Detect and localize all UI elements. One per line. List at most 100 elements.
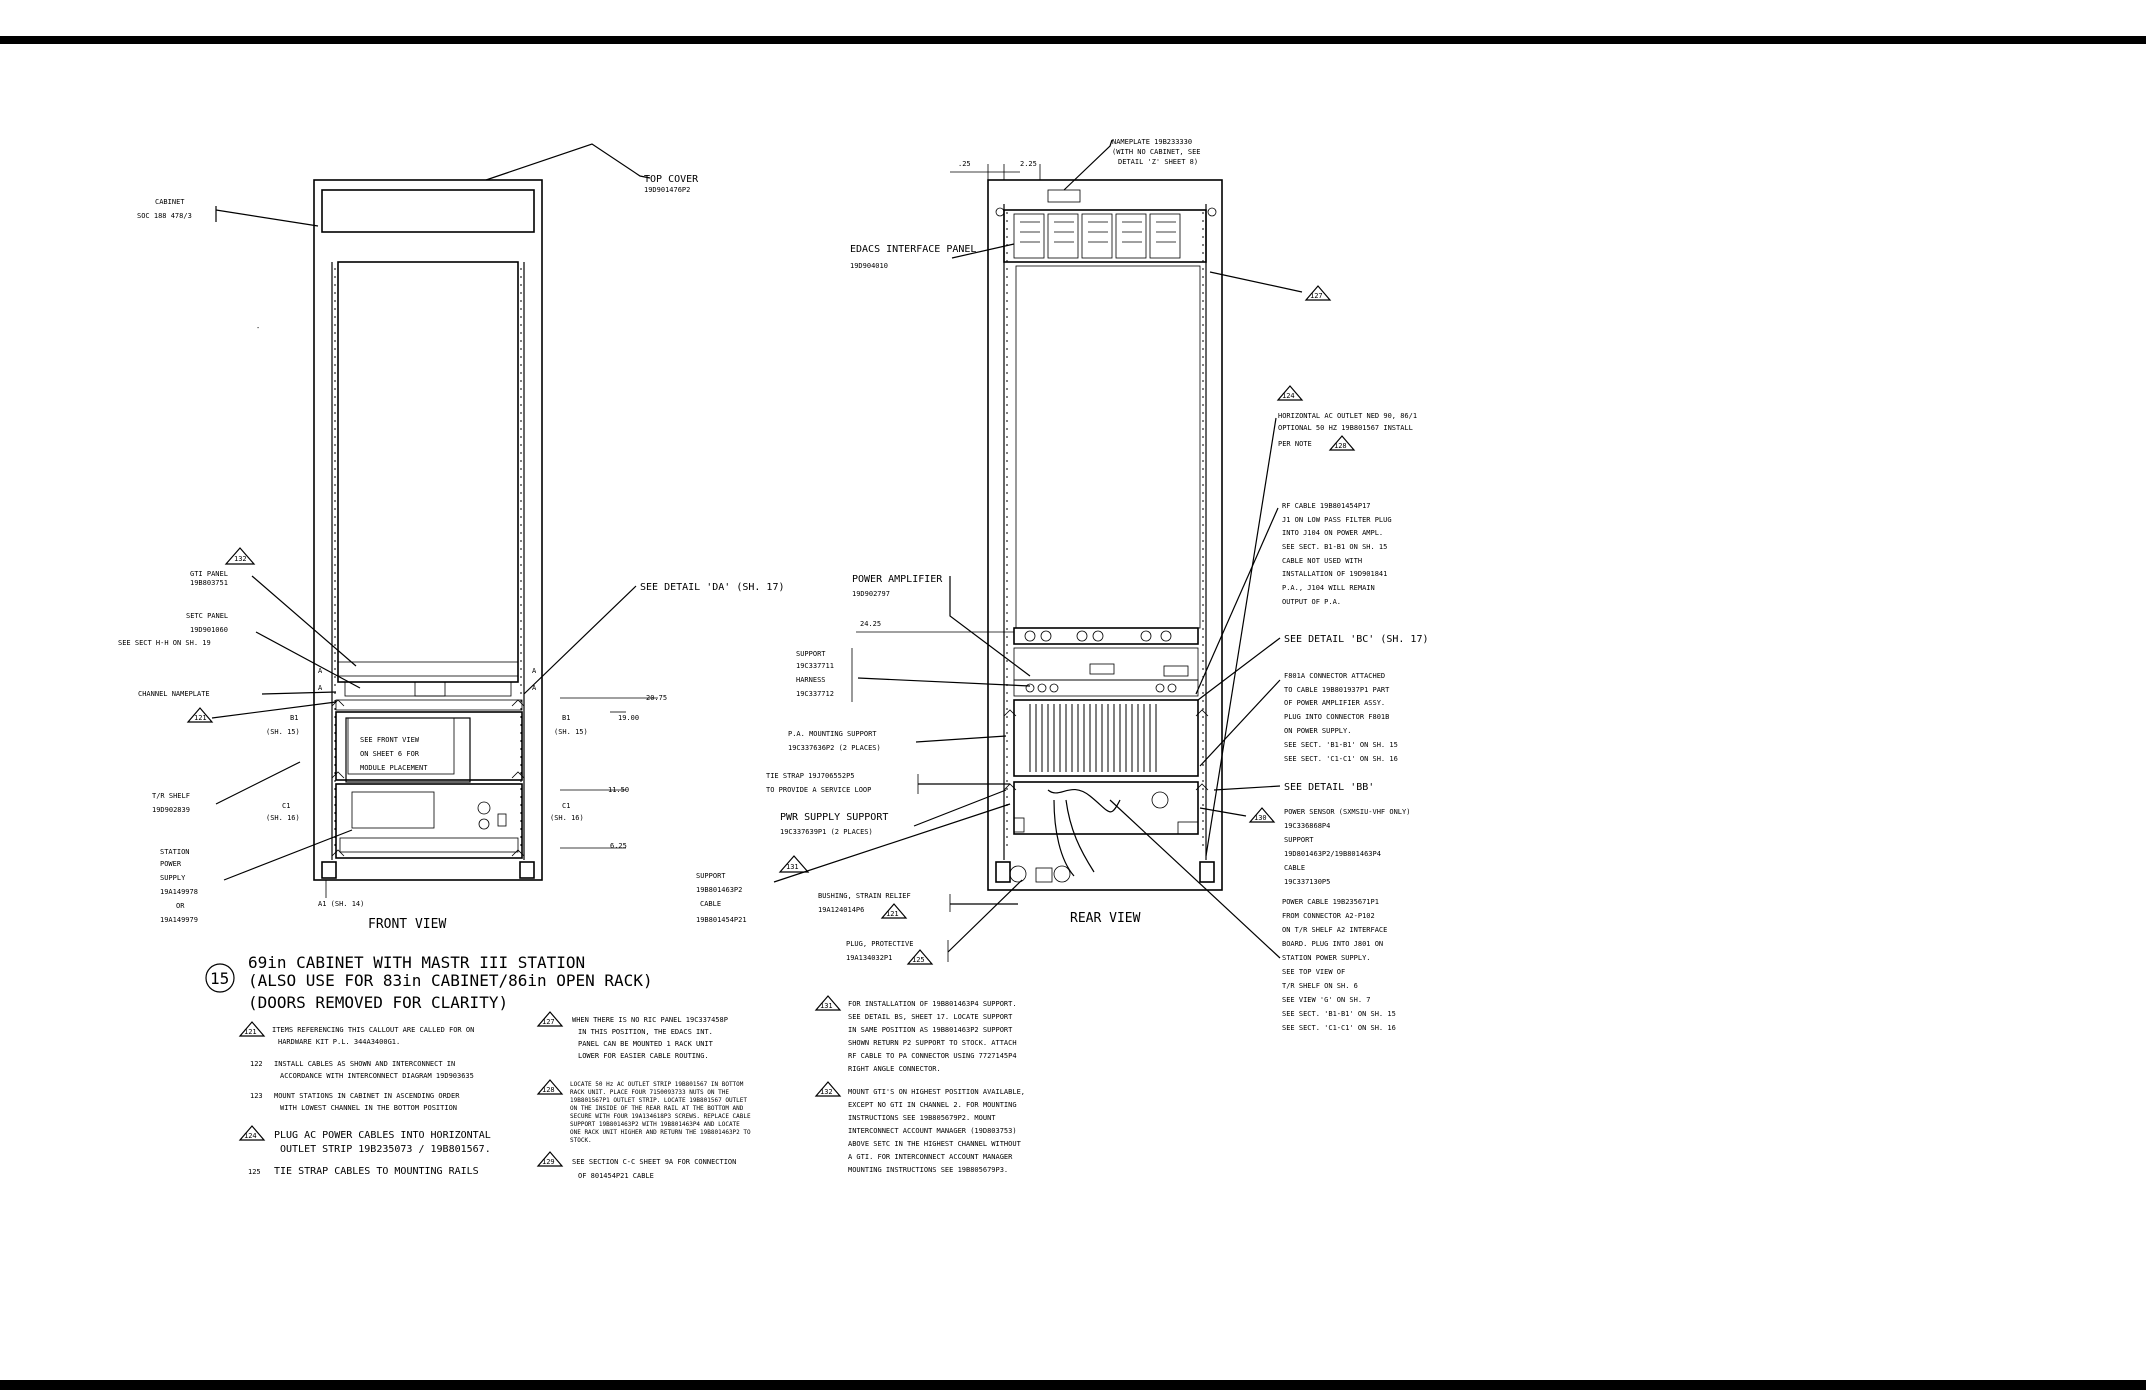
svg-text:131: 131 — [786, 863, 799, 871]
svg-text:SEE DETAIL 'BB': SEE DETAIL 'BB' — [1284, 782, 1374, 793]
svg-text:ONE RACK UNIT HIGHER AND RETUR: ONE RACK UNIT HIGHER AND RETURN THE 19B8… — [570, 1129, 751, 1136]
svg-text:T/R SHELF: T/R SHELF — [152, 792, 190, 800]
svg-text:RF CABLE 19B801454P17: RF CABLE 19B801454P17 — [1282, 502, 1371, 510]
svg-text:B1: B1 — [290, 714, 298, 722]
svg-text:POWER CABLE 19B235671P1: POWER CABLE 19B235671P1 — [1282, 898, 1379, 906]
svg-text:CHANNEL NAMEPLATE: CHANNEL NAMEPLATE — [138, 690, 210, 698]
svg-text:INSTALLATION OF 19D901841: INSTALLATION OF 19D901841 — [1282, 570, 1387, 578]
svg-text:INTO J104 ON POWER AMPL.: INTO J104 ON POWER AMPL. — [1282, 529, 1383, 537]
callout-power-amplifier: POWER AMPLIFIER 19D902797 — [852, 574, 1031, 677]
front-marker-a3: A — [532, 667, 537, 675]
svg-text:SEE SECT. 'B1-B1' ON SH. 15: SEE SECT. 'B1-B1' ON SH. 15 — [1282, 1010, 1396, 1018]
svg-text:127: 127 — [542, 1018, 555, 1026]
callout-edacs-interface-panel: EDACS INTERFACE PANEL 19D904010 — [850, 243, 1015, 270]
note-see-front-view: SEE FRONT VIEW ON SHEET 6 FOR MODULE PLA… — [345, 717, 471, 783]
svg-text:123: 123 — [250, 1092, 263, 1100]
note-122: 122 INSTALL CABLES AS SHOWN AND INTERCON… — [250, 1060, 474, 1080]
label-b1-left: B1 (SH. 15) — [266, 714, 300, 736]
svg-text:STOCK.: STOCK. — [570, 1137, 592, 1144]
svg-text:19C337711: 19C337711 — [796, 662, 834, 670]
svg-text:J1 ON LOW PASS FILTER PLUG: J1 ON LOW PASS FILTER PLUG — [1282, 516, 1392, 524]
svg-text:SEE TOP VIEW OF: SEE TOP VIEW OF — [1282, 968, 1345, 976]
callout-detail-bb: SEE DETAIL 'BB' — [1213, 782, 1374, 793]
svg-text:CABLE: CABLE — [1284, 864, 1305, 872]
tri-121-front: 121 — [186, 701, 337, 723]
svg-text:(SH. 15): (SH. 15) — [266, 728, 300, 736]
svg-text:RACK UNIT. PLACE FOUR 71500937: RACK UNIT. PLACE FOUR 7150093733 NUTS ON… — [570, 1089, 729, 1096]
svg-text:SHOWN RETURN P2 SUPPORT TO STO: SHOWN RETURN P2 SUPPORT TO STOCK. ATTACH — [848, 1039, 1017, 1047]
svg-text:LOCATE 50 Hz AC OUTLET STRIP 1: LOCATE 50 Hz AC OUTLET STRIP 19B801567 I… — [570, 1081, 744, 1088]
title-line-3: (DOORS REMOVED FOR CLARITY) — [248, 993, 508, 1012]
svg-text:SUPPLY: SUPPLY — [160, 874, 186, 882]
svg-text:BOARD. PLUG INTO J801 ON: BOARD. PLUG INTO J801 ON — [1282, 940, 1383, 948]
svg-text:SUPPORT: SUPPORT — [1284, 836, 1314, 844]
callout-power-cable: POWER CABLE 19B235671P1 FROM CONNECTOR A… — [1109, 799, 1396, 1032]
svg-text:2.25: 2.25 — [1020, 160, 1037, 168]
svg-text:BUSHING, STRAIN RELIEF: BUSHING, STRAIN RELIEF — [818, 892, 911, 900]
svg-text:19D901060: 19D901060 — [190, 626, 228, 634]
svg-text:IN SAME POSITION AS 19B801463P: IN SAME POSITION AS 19B801463P2 SUPPORT — [848, 1026, 1013, 1034]
svg-text:19D904010: 19D904010 — [850, 262, 888, 270]
svg-text:19B801463P2: 19B801463P2 — [696, 886, 742, 894]
svg-text:(SH. 16): (SH. 16) — [266, 814, 300, 822]
svg-text:132: 132 — [820, 1088, 833, 1096]
svg-text:125: 125 — [248, 1168, 261, 1176]
callout-pa-mounting-support: P.A. MOUNTING SUPPORT 19C337636P2 (2 PLA… — [788, 730, 1007, 752]
svg-text:SEE VIEW 'G' ON SH. 7: SEE VIEW 'G' ON SH. 7 — [1282, 996, 1371, 1004]
bottom-border-bar — [0, 1380, 2146, 1390]
callout-power-sensor: 130 POWER SENSOR (SXMSIU-VHF ONLY) 19C33… — [1199, 807, 1410, 886]
callout-nameplate: NAMEPLATE 19B233330 (WITH NO CABINET, SE… — [1063, 138, 1201, 191]
svg-text:RIGHT ANGLE CONNECTOR.: RIGHT ANGLE CONNECTOR. — [848, 1065, 941, 1073]
svg-text:LOWER FOR EASIER CABLE ROUTING: LOWER FOR EASIER CABLE ROUTING. — [578, 1052, 709, 1060]
note-131: 131 FOR INSTALLATION OF 19B801463P4 SUPP… — [814, 995, 1017, 1073]
note-129: 129 SEE SECTION C-C SHEET 9A FOR CONNECT… — [536, 1151, 736, 1180]
svg-text:EXCEPT NO GTI IN CHANNEL 2. FO: EXCEPT NO GTI IN CHANNEL 2. FOR MOUNTING — [848, 1101, 1017, 1109]
svg-text:EDACS INTERFACE PANEL: EDACS INTERFACE PANEL — [850, 244, 976, 255]
svg-text:MOUNTING INSTRUCTIONS SEE 19B8: MOUNTING INSTRUCTIONS SEE 19B805679P3. — [848, 1166, 1008, 1174]
note-125: 125 TIE STRAP CABLES TO MOUNTING RAILS — [248, 1166, 479, 1177]
svg-text:MOUNT GTI'S ON HIGHEST POSITIO: MOUNT GTI'S ON HIGHEST POSITION AVAILABL… — [848, 1088, 1025, 1096]
svg-text:CABLE NOT USED WITH: CABLE NOT USED WITH — [1282, 557, 1362, 565]
figure-number: 15 — [210, 969, 229, 988]
svg-text:HARNESS: HARNESS — [796, 676, 826, 684]
svg-text:121: 121 — [886, 910, 899, 918]
callout-setc-panel: SETC PANEL 19D901060 SEE SECT H-H ON SH.… — [118, 612, 361, 689]
svg-text:19A149979: 19A149979 — [160, 916, 198, 924]
svg-text:19D902797: 19D902797 — [852, 590, 890, 598]
svg-text:19C337636P2 (2 PLACES): 19C337636P2 (2 PLACES) — [788, 744, 881, 752]
svg-text:OR: OR — [176, 902, 185, 910]
svg-text:19B801567P1 OUTLET STRIP. LOCA: 19B801567P1 OUTLET STRIP. LOCATE 19B8015… — [570, 1097, 747, 1104]
svg-text:POWER AMPLIFIER: POWER AMPLIFIER — [852, 574, 943, 585]
callout-tr-shelf: T/R SHELF 19D902839 — [152, 761, 301, 814]
svg-text:SEE DETAIL 'DA' (SH. 17): SEE DETAIL 'DA' (SH. 17) — [640, 582, 785, 593]
svg-text:SECURE WITH FOUR 19A134618P3 S: SECURE WITH FOUR 19A134618P3 SCREWS. REP… — [570, 1113, 751, 1120]
svg-text:STATION POWER SUPPLY.: STATION POWER SUPPLY. — [1282, 954, 1371, 962]
svg-text:INTERCONNECT ACCOUNT MANAGER (: INTERCONNECT ACCOUNT MANAGER (19D803753) — [848, 1127, 1017, 1135]
svg-text:19B803751: 19B803751 — [190, 579, 228, 587]
svg-text:ON THE INSIDE OF THE REAR RAIL: ON THE INSIDE OF THE REAR RAIL AT THE BO… — [570, 1105, 744, 1112]
svg-text:SEE SECT. B1-B1 ON SH. 15: SEE SECT. B1-B1 ON SH. 15 — [1282, 543, 1387, 551]
svg-text:TIE STRAP CABLES TO MOUNTING R: TIE STRAP CABLES TO MOUNTING RAILS — [274, 1166, 479, 1177]
note-127: 127 WHEN THERE IS NO RIC PANEL 19C337458… — [536, 1011, 728, 1060]
callout-support-cable: 131 SUPPORT 19B801463P2 CABLE 19B801454P… — [696, 803, 1011, 924]
svg-text:ACCORDANCE WITH INTERCONNECT D: ACCORDANCE WITH INTERCONNECT DIAGRAM 19D… — [280, 1072, 474, 1080]
svg-text:(SH. 15): (SH. 15) — [554, 728, 588, 736]
svg-text:19D901476P2: 19D901476P2 — [644, 186, 690, 194]
svg-text:19D801463P2/19B801463P4: 19D801463P2/19B801463P4 — [1284, 850, 1381, 858]
svg-text:SUPPORT: SUPPORT — [696, 872, 726, 880]
svg-text:PWR SUPPLY SUPPORT: PWR SUPPLY SUPPORT — [780, 812, 888, 823]
front-view-drawing: A A A A — [313, 179, 543, 881]
svg-text:PANEL CAN BE MOUNTED 1 RACK UN: PANEL CAN BE MOUNTED 1 RACK UNIT — [578, 1040, 714, 1048]
callout-channel-nameplate: CHANNEL NAMEPLATE — [138, 690, 337, 698]
callout-horizontal-outlet: 124 HORIZONTAL AC OUTLET NED 90, 86/1 OP… — [1205, 385, 1417, 857]
svg-text:GTI PANEL: GTI PANEL — [190, 570, 228, 578]
callout-detail-bc: SEE DETAIL 'BC' (SH. 17) — [1197, 634, 1429, 701]
svg-text:.25: .25 — [958, 160, 971, 168]
svg-text:19A149978: 19A149978 — [160, 888, 198, 896]
svg-text:121: 121 — [244, 1028, 257, 1036]
svg-text:OF 801454P21 CABLE: OF 801454P21 CABLE — [578, 1172, 654, 1180]
svg-text:(WITH NO CABINET, SEE: (WITH NO CABINET, SEE — [1112, 148, 1201, 156]
dim-11-50: 11.50 — [608, 786, 629, 794]
svg-text:STATION: STATION — [160, 848, 190, 856]
